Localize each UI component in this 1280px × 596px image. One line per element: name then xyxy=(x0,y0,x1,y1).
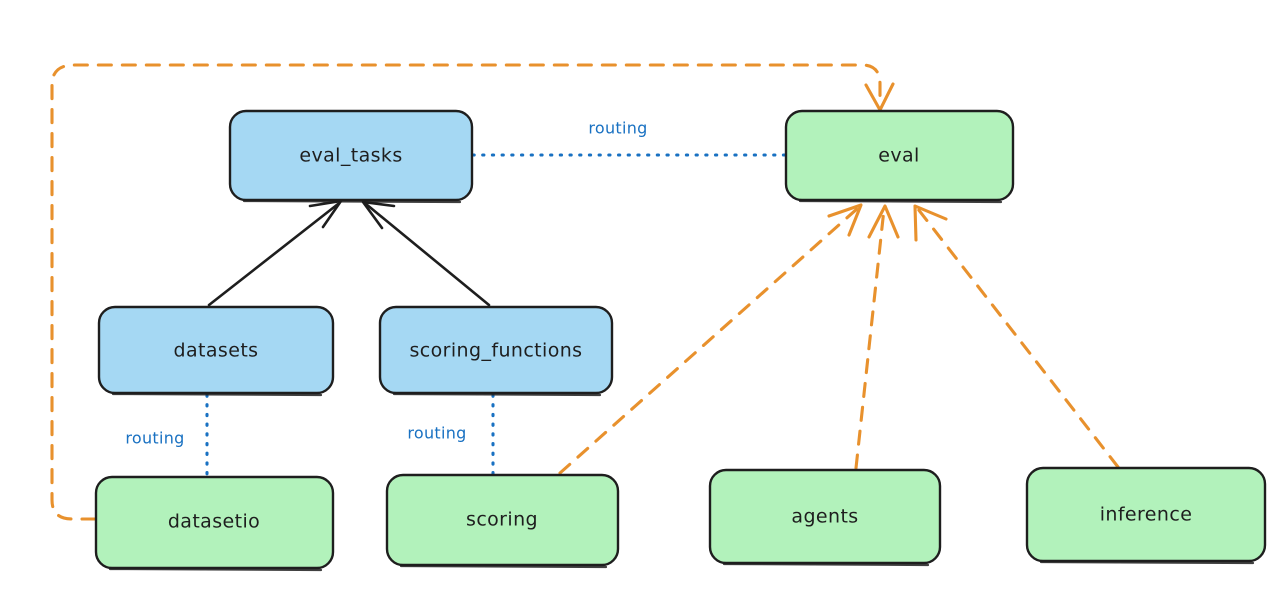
node-eval-tasks-label: eval_tasks xyxy=(299,145,402,167)
node-scoring-shape xyxy=(385,473,620,567)
edge-label-routing-scoring: routing xyxy=(407,424,466,443)
node-datasetio-label: datasetio xyxy=(168,511,260,533)
edge-scoring-functions-to-eval-tasks[interactable] xyxy=(361,200,491,307)
edge-labels-layer: routing routing routing xyxy=(125,119,647,448)
node-scoring-functions-shape xyxy=(378,305,614,395)
node-eval[interactable]: eval xyxy=(784,109,1015,204)
edge-label-routing-eval: routing xyxy=(588,119,647,138)
node-inference-shape xyxy=(1025,466,1267,563)
node-agents-shape xyxy=(708,468,942,565)
edge-inference-to-eval[interactable] xyxy=(913,204,1120,469)
node-datasetio-shape xyxy=(94,475,335,570)
node-agents-label: agents xyxy=(791,506,858,528)
edge-scoring-to-eval[interactable] xyxy=(558,203,863,475)
node-eval-shape xyxy=(784,109,1015,202)
node-eval-tasks-shape xyxy=(228,109,474,202)
node-inference-label: inference xyxy=(1100,504,1193,526)
node-datasetio[interactable]: datasetio xyxy=(94,475,335,572)
node-datasets-shape xyxy=(97,305,335,395)
node-scoring[interactable]: scoring xyxy=(385,473,620,569)
node-eval-label: eval xyxy=(878,145,919,167)
node-scoring-functions-label: scoring_functions xyxy=(410,340,583,362)
node-eval-tasks[interactable]: eval_tasks xyxy=(228,109,474,204)
edge-label-routing-datasetio: routing xyxy=(125,429,184,448)
edge-agents-to-eval[interactable] xyxy=(854,204,900,470)
node-scoring-functions[interactable]: scoring_functions xyxy=(378,305,614,397)
nodes-layer: eval_tasks eval datasets scoring_functio… xyxy=(94,109,1267,572)
edge-datasets-to-eval-tasks[interactable] xyxy=(207,199,343,307)
node-datasets-label: datasets xyxy=(174,340,259,362)
node-datasets[interactable]: datasets xyxy=(97,305,335,397)
node-scoring-label: scoring xyxy=(466,509,538,531)
node-agents[interactable]: agents xyxy=(708,468,942,567)
node-inference[interactable]: inference xyxy=(1025,466,1267,565)
